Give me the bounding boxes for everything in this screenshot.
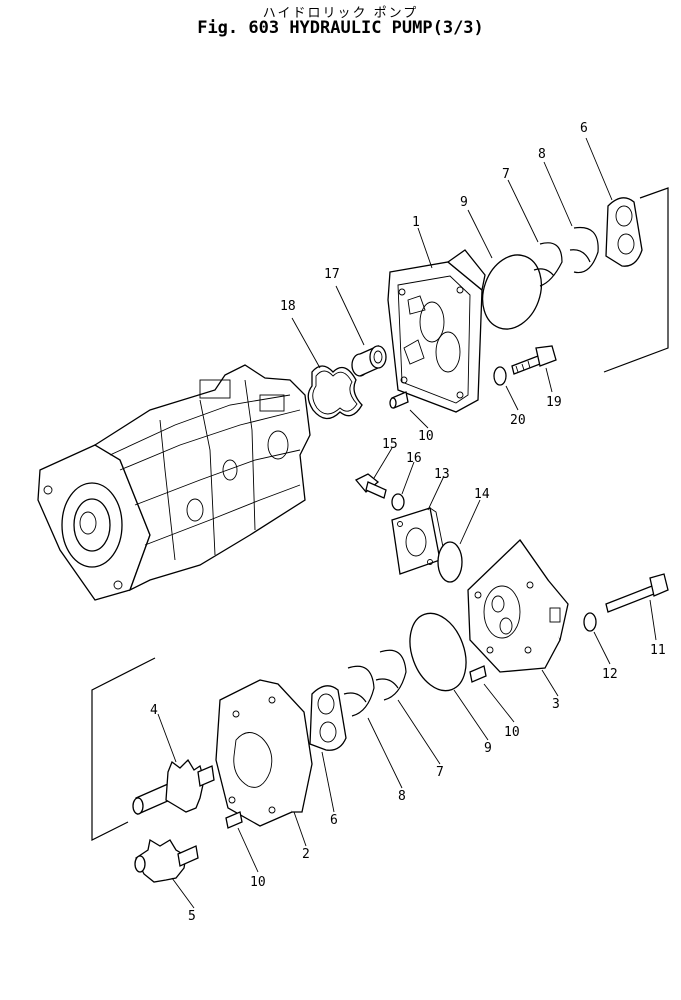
callout-9-upper: 9 [460, 195, 468, 210]
callout-18: 18 [280, 299, 296, 314]
callout-3: 3 [552, 697, 560, 712]
callout-11: 11 [650, 643, 666, 658]
callout-9-lower: 9 [484, 741, 492, 756]
part-18-seal-ring [307, 365, 363, 420]
part-1-cover [387, 249, 486, 413]
callout-4: 4 [150, 703, 158, 718]
part-11-bolt [605, 573, 669, 613]
part-10-pin-upper [389, 391, 409, 409]
callout-10-upper: 10 [418, 429, 434, 444]
callout-6-upper: 6 [580, 121, 588, 136]
callout-5: 5 [188, 909, 196, 924]
callout-10-middle: 10 [504, 725, 520, 740]
callout-1: 1 [412, 215, 420, 230]
callout-7-upper: 7 [502, 167, 510, 182]
callout-7-lower: 7 [436, 765, 444, 780]
part-9-o-ring-lower [409, 612, 467, 692]
part-6-plate-upper [605, 197, 643, 267]
callout-16: 16 [406, 451, 422, 466]
part-19-bolt [511, 345, 557, 375]
part-8-snap-ring-lower [343, 665, 375, 717]
callout-2: 2 [302, 847, 310, 862]
callout-8-upper: 8 [538, 147, 546, 162]
part-14-o-ring [437, 541, 463, 583]
part-7-snap-ring-upper [533, 242, 563, 287]
part-3-body [467, 539, 569, 673]
callout-numbers: 1 2 3 4 5 6 6 7 7 8 8 9 9 10 10 10 11 12… [150, 121, 666, 924]
part-8-snap-ring-upper [569, 226, 599, 274]
leader-lines [157, 137, 657, 909]
callout-15: 15 [382, 437, 398, 452]
callout-13: 13 [434, 467, 450, 482]
japanese-title: ハイドロリック ポンプ [262, 6, 419, 21]
part-16-washer [391, 493, 405, 511]
part-2-housing [215, 679, 313, 827]
part-5-driven-gear [134, 838, 199, 883]
callout-14: 14 [474, 487, 490, 502]
group-bracket-upper [603, 187, 669, 373]
pump-assembly [37, 364, 311, 601]
part-9-o-ring-upper [482, 254, 542, 330]
part-7-snap-ring-lower [375, 649, 407, 701]
part-4-drive-gear [132, 758, 215, 815]
part-10-pin-middle [469, 665, 487, 683]
part-10-pin-lower [225, 811, 243, 829]
callout-6-lower: 6 [330, 813, 338, 828]
part-20-washer [493, 366, 507, 386]
part-15-bolt [354, 473, 387, 499]
part-17-bushing [351, 344, 387, 377]
callout-12: 12 [602, 667, 618, 682]
callout-8-lower: 8 [398, 789, 406, 804]
part-6-plate-lower [309, 685, 347, 751]
callout-10-lower: 10 [250, 875, 266, 890]
part-12-washer [583, 612, 597, 632]
callout-17: 17 [324, 267, 340, 282]
callout-19: 19 [546, 395, 562, 410]
group-bracket-lower [91, 657, 156, 841]
figure-title: Fig. 603 HYDRAULIC PUMP(3/3) [197, 18, 484, 38]
callout-20: 20 [510, 413, 526, 428]
